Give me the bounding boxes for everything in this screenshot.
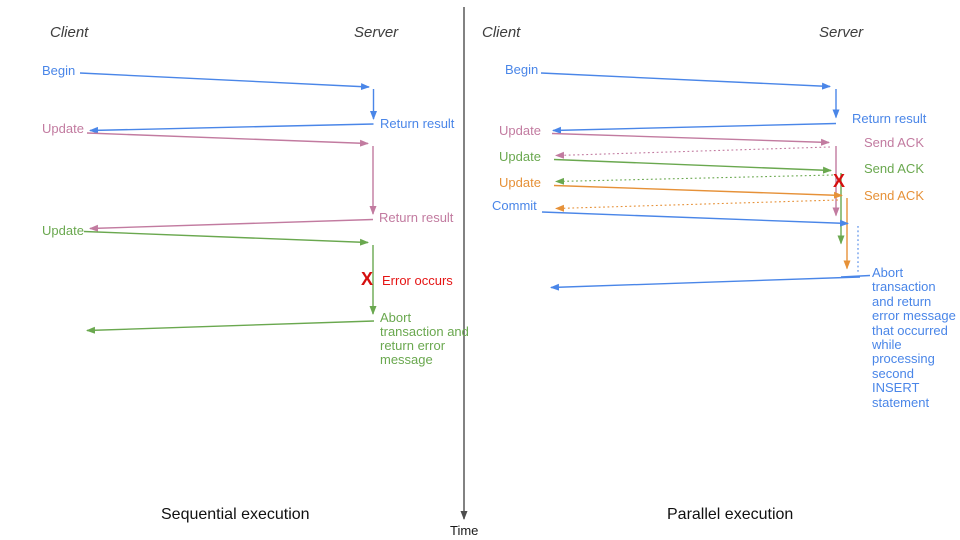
right-update-2-label: Update <box>499 149 541 164</box>
left-abort-note: Abort transaction and return error messa… <box>380 310 469 367</box>
time-axis-label: Time <box>450 523 479 538</box>
right-caption: Parallel execution <box>667 506 794 523</box>
right-abort-return-arrow <box>550 276 861 291</box>
right-return-result-arrow <box>552 122 837 134</box>
left-server-header: Server <box>354 24 399 41</box>
right-send-ack-3-arrow <box>555 199 839 212</box>
left-error-label: Error occurs <box>382 273 453 288</box>
left-return-result-2-label: Return result <box>379 210 454 225</box>
right-return-result-label: Return result <box>852 111 927 126</box>
right-begin-label: Begin <box>505 62 539 77</box>
left-update-1-request-arrow <box>86 132 369 147</box>
left-update-2-label: Update <box>42 223 84 238</box>
right-update-1-request-arrow <box>551 132 830 146</box>
left-begin-label: Begin <box>42 63 76 78</box>
right-send-ack-1-arrow <box>555 146 831 159</box>
left-return-result-1-label: Return result <box>380 116 455 131</box>
right-commit-label: Commit <box>492 198 537 213</box>
right-send-ack-2-arrow <box>555 174 834 185</box>
right-update-3-label: Update <box>499 175 541 190</box>
left-abort-return-arrow <box>86 320 375 334</box>
right-update-2-request-arrow <box>553 158 832 174</box>
right-error-x-icon: X <box>833 171 846 191</box>
right-send-ack-3-label: Send ACK <box>864 188 924 203</box>
left-caption: Sequential execution <box>161 506 310 523</box>
left-return-result-1-arrow <box>89 123 374 134</box>
right-server-header: Server <box>819 24 864 41</box>
left-return-result-2-arrow <box>89 218 374 232</box>
right-send-ack-1-label: Send ACK <box>864 135 924 150</box>
left-client-header: Client <box>50 24 89 41</box>
left-begin-request-arrow <box>79 72 370 91</box>
right-abort-note: Abort transaction and return error messa… <box>872 265 956 410</box>
right-update-1-label: Update <box>499 123 541 138</box>
right-send-ack-2-label: Send ACK <box>864 161 924 176</box>
right-commit-request-arrow <box>541 211 849 227</box>
right-update-3-request-arrow <box>553 184 843 199</box>
right-begin-request-arrow <box>540 72 831 90</box>
left-update-1-label: Update <box>42 121 84 136</box>
right-abort-tick-line <box>840 274 871 278</box>
right-client-header: Client <box>482 24 521 41</box>
left-error-x-icon: X <box>361 269 374 289</box>
left-update-2-request-arrow <box>83 230 369 246</box>
